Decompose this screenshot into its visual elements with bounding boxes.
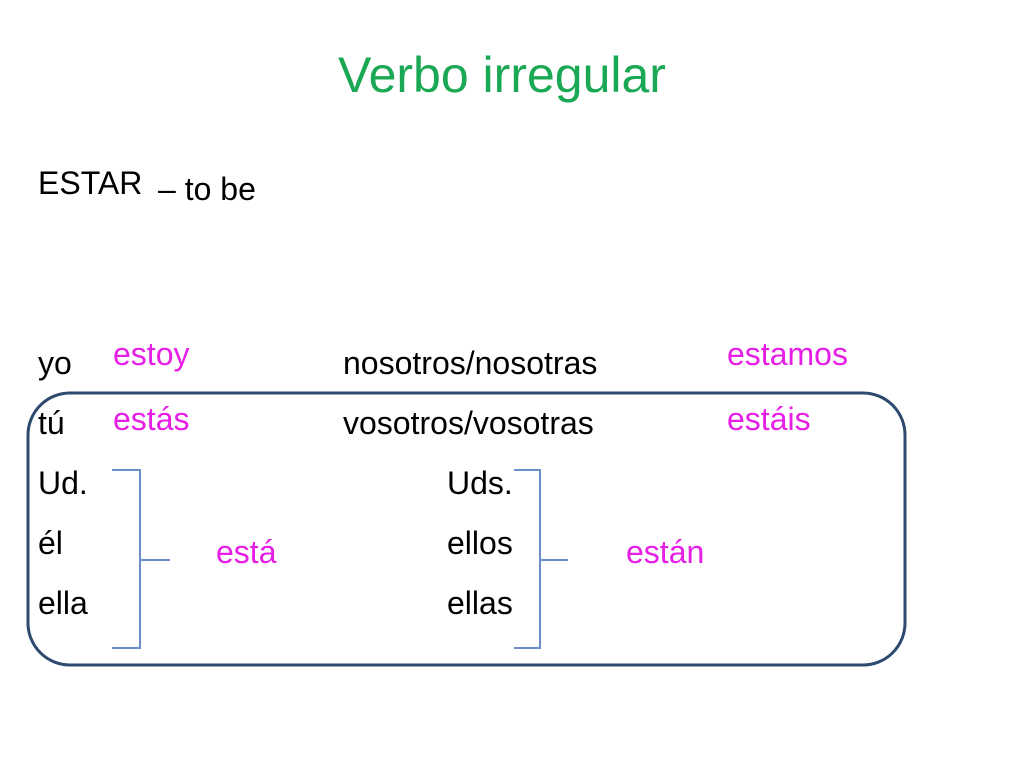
- plural-bracket: [514, 469, 568, 649]
- pronoun-uds: Uds.: [447, 465, 513, 501]
- form-estoy: estoy: [113, 336, 190, 372]
- pronoun-ella: ella: [38, 585, 88, 621]
- form-estas: estás: [113, 401, 190, 437]
- pronoun-ellos: ellos: [447, 525, 513, 561]
- form-esta: está: [216, 534, 277, 570]
- pronoun-ellas: ellas: [447, 585, 513, 621]
- pronoun-vosotros: vosotros/vosotras: [343, 405, 594, 441]
- pronoun-el: él: [38, 525, 63, 561]
- verb-meaning: – to be: [158, 171, 256, 207]
- vosotros-highlight-box: [26, 391, 907, 667]
- pronoun-yo: yo: [38, 345, 72, 381]
- singular-bracket: [112, 469, 170, 649]
- pronoun-nosotros: nosotros/nosotras: [343, 345, 598, 381]
- pronoun-ud: Ud.: [38, 465, 88, 501]
- verb-name: ESTAR: [38, 165, 143, 201]
- form-estais: estáis: [727, 401, 811, 437]
- slide-title: Verbo irregular: [338, 47, 666, 103]
- pronoun-tu: tú: [38, 405, 65, 441]
- form-estamos: estamos: [727, 336, 848, 372]
- form-estan: están: [626, 534, 705, 570]
